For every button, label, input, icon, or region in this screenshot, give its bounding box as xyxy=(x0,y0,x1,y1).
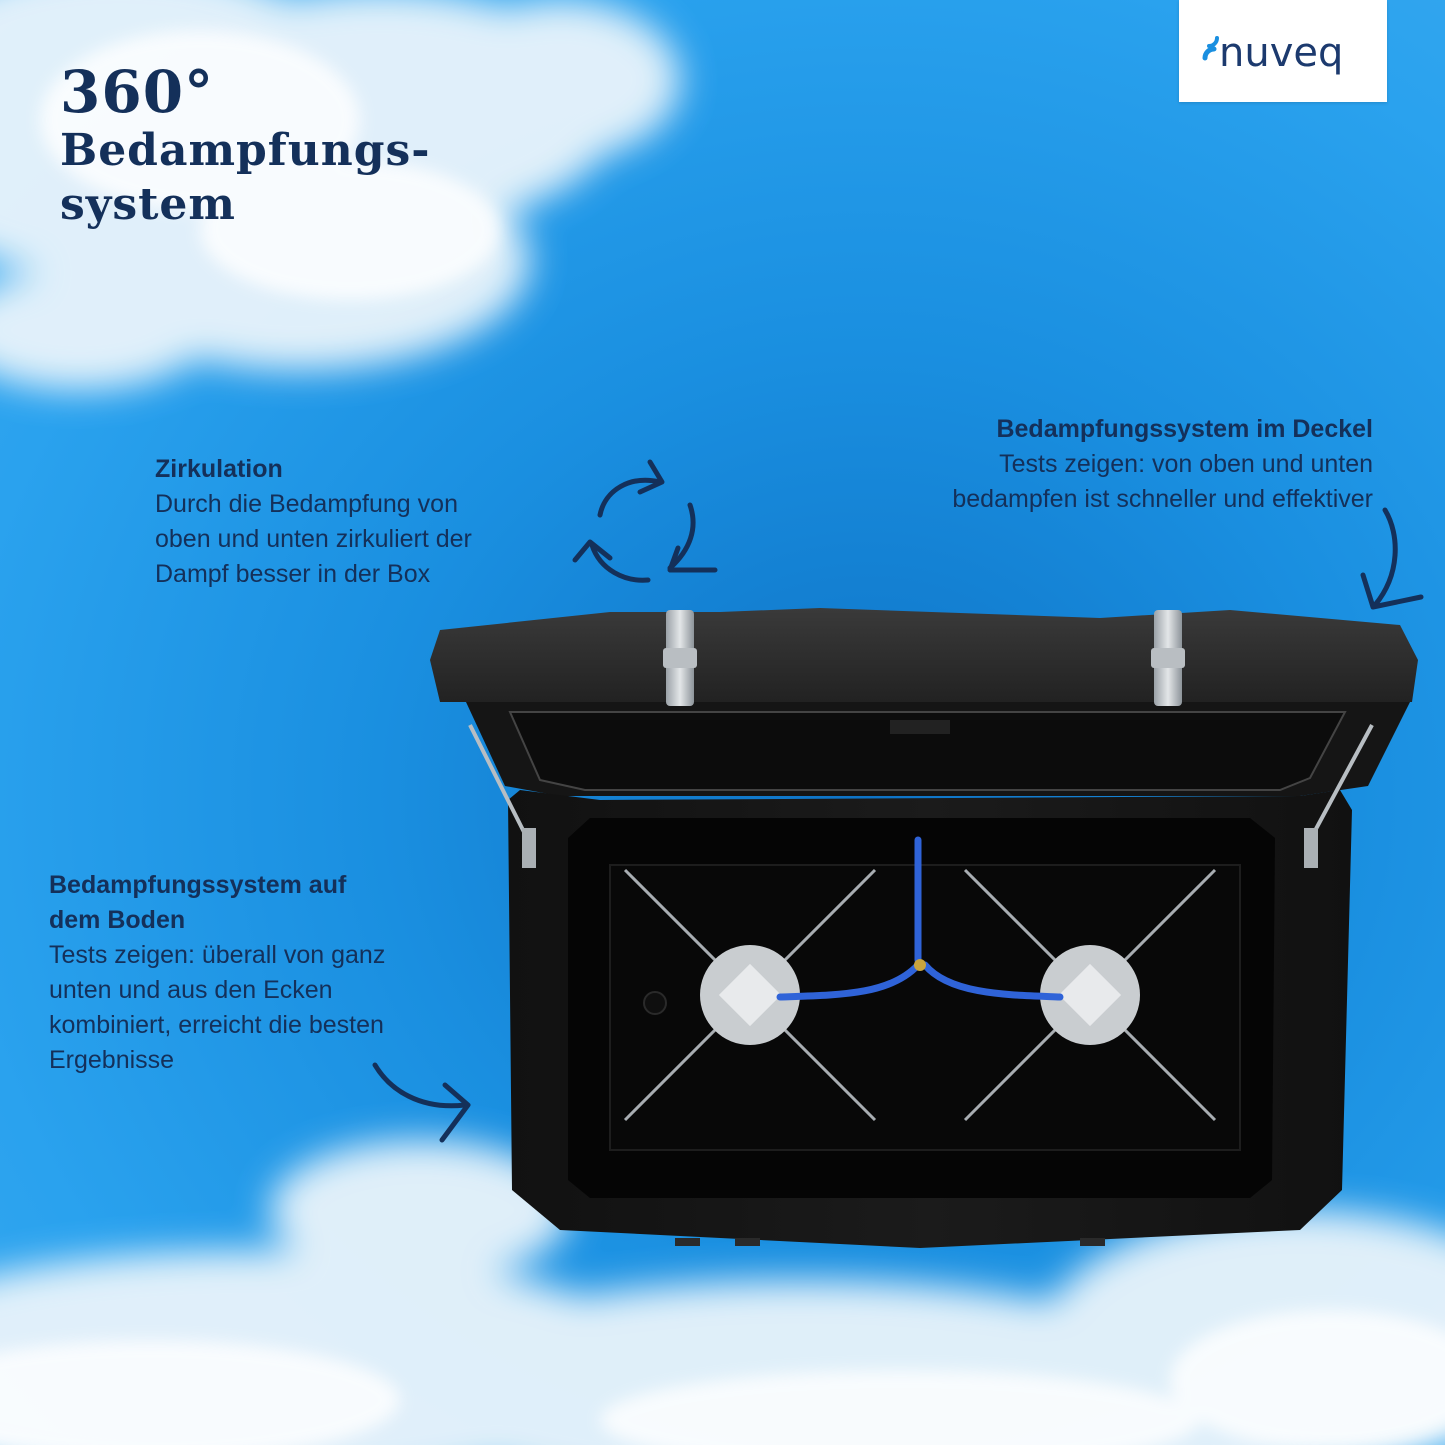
callout-zirkulation-line-1: Durch die Bedampfung von xyxy=(155,490,458,518)
curved-arrow-right-icon xyxy=(372,1062,471,1143)
callout-boden-line-1: Tests zeigen: überall von ganz xyxy=(49,941,386,969)
callout-zirkulation-title: Zirkulation xyxy=(155,455,283,483)
curved-arrow-down-icon xyxy=(1360,507,1424,610)
logo-text: nuveq xyxy=(1219,30,1343,76)
lid-latch-right xyxy=(1151,610,1185,706)
circular-arrows-icon xyxy=(572,459,718,583)
callout-boden: Bedampfungssystem auf dem Boden Tests ze… xyxy=(49,868,489,1078)
headline: 360° Bedampfungs- system xyxy=(60,60,431,232)
headline-line-2: system xyxy=(60,179,236,230)
callout-deckel-title: Bedampfungssystem im Deckel xyxy=(996,415,1373,443)
headline-line-1: Bedampfungs- xyxy=(60,125,431,176)
callout-deckel: Bedampfungssystem im Deckel Tests zeigen… xyxy=(813,412,1373,517)
callout-deckel-line-1: Tests zeigen: von oben und unten xyxy=(999,450,1373,478)
callout-zirkulation-line-2: oben und unten zirkuliert der xyxy=(155,525,472,553)
diffuser-left xyxy=(700,945,800,1045)
headline-number: 360° xyxy=(60,58,215,126)
callout-zirkulation: Zirkulation Durch die Bedampfung von obe… xyxy=(155,452,575,592)
steam-hose xyxy=(776,836,1064,1001)
callout-boden-line-3: kombiniert, erreicht die besten xyxy=(49,1011,384,1039)
nuveq-logo: nuveq xyxy=(1202,30,1343,76)
callout-zirkulation-line-3: Dampf besser in der Box xyxy=(155,560,431,588)
lid-latch-left xyxy=(663,610,697,706)
brand-logo: nuveq xyxy=(1179,0,1387,102)
callout-deckel-line-2: bedampfen ist schneller und effektiver xyxy=(952,485,1373,513)
callout-boden-title-1: Bedampfungssystem auf xyxy=(49,871,347,899)
callout-boden-line-4: Ergebnisse xyxy=(49,1046,175,1074)
diffuser-right xyxy=(1040,945,1140,1045)
callout-boden-line-2: unten und aus den Ecken xyxy=(49,976,333,1004)
callout-boden-title-2: dem Boden xyxy=(49,906,186,934)
